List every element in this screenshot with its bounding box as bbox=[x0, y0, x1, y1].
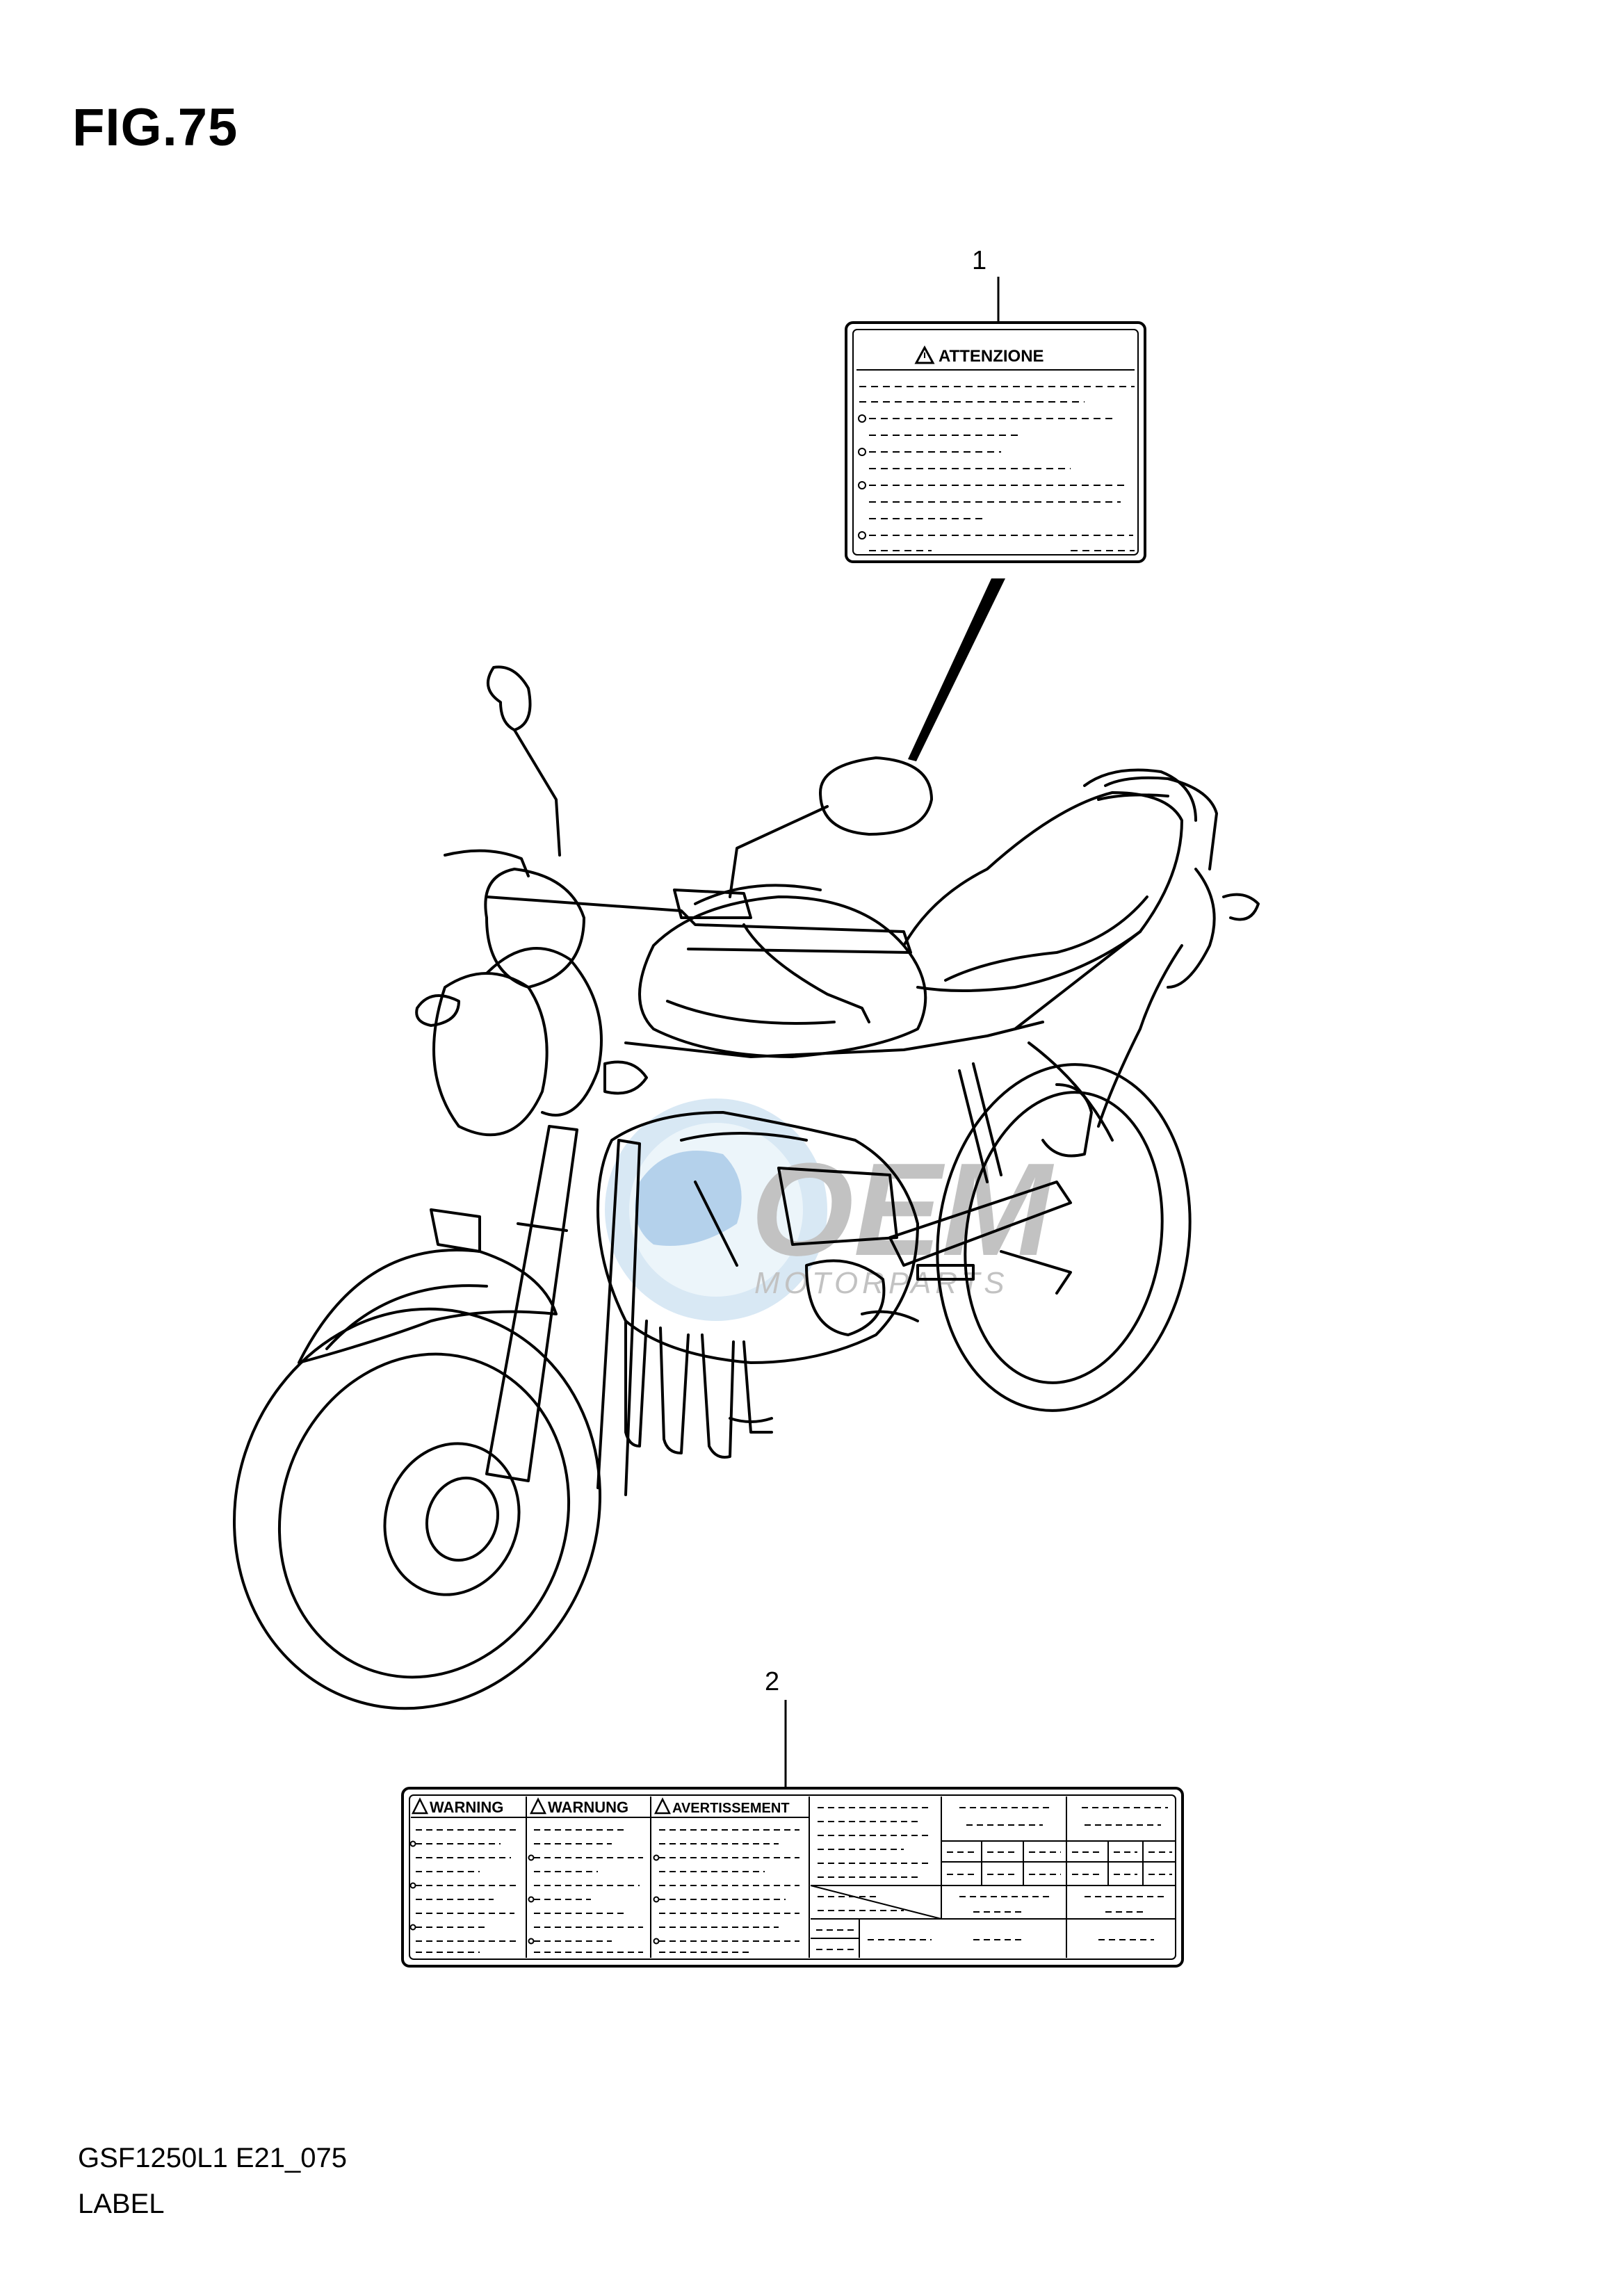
label-1-header: ATTENZIONE bbox=[939, 347, 1044, 366]
watermark-brand: OEM bbox=[751, 1136, 1055, 1283]
warning-triangle-icon bbox=[914, 345, 935, 364]
label-2-header-de: WARNUNG bbox=[548, 1799, 628, 1816]
watermark-logo: OEM MOTORPARTS bbox=[605, 1098, 1055, 1321]
label-2-multilingual-warning[interactable]: WARNING WARNUNG AVERTISSEMENT bbox=[401, 1787, 1184, 1968]
callout-number-2: 2 bbox=[765, 1667, 780, 1696]
label-2-header-en: WARNING bbox=[430, 1799, 503, 1816]
section-name: LABEL bbox=[78, 2189, 165, 2219]
label-1-location-pointer bbox=[908, 578, 1005, 761]
model-code: GSF1250L1 E21_075 bbox=[78, 2143, 347, 2173]
callout-number-1: 1 bbox=[972, 246, 987, 275]
label-1-attenzione[interactable]: ATTENZIONE bbox=[845, 321, 1146, 563]
watermark-sub: MOTORPARTS bbox=[754, 1266, 1009, 1300]
motorcycle-illustration bbox=[232, 665, 1260, 1710]
warning-triangle-icon bbox=[411, 1797, 429, 1815]
warning-triangle-icon bbox=[529, 1797, 547, 1815]
warning-triangle-icon bbox=[653, 1797, 672, 1815]
label-2-header-fr: AVERTISSEMENT bbox=[672, 1801, 790, 1816]
figure-title: FIG.75 bbox=[72, 98, 238, 157]
